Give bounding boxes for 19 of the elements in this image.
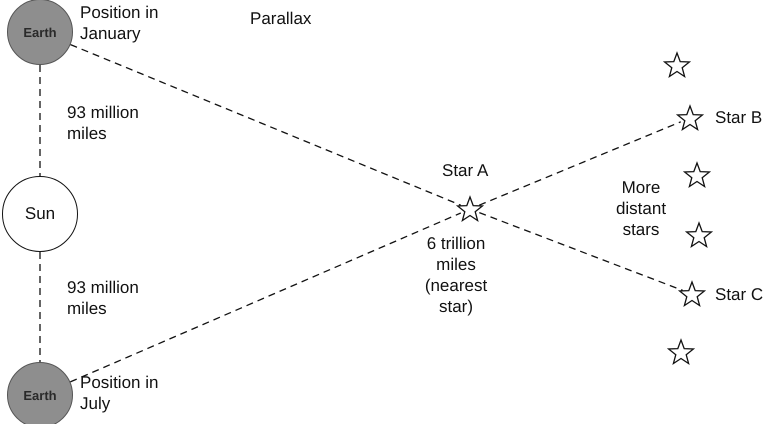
star-label: Star A <box>442 160 488 181</box>
earth-circle: Earth <box>7 362 73 424</box>
dashed-line <box>70 44 462 206</box>
dashed-line <box>39 65 41 176</box>
earth-circle: Earth <box>7 0 73 65</box>
distance-caption: 6 trillion miles (nearest star) <box>424 233 488 317</box>
dashed-line <box>479 212 683 291</box>
edge-label: 93 million miles <box>67 102 140 144</box>
note-label: More distant stars <box>614 177 668 240</box>
sun-circle: Sun <box>2 176 78 252</box>
position-caption: Position in July <box>80 372 160 414</box>
star-label: Star C <box>715 284 764 305</box>
star-label: Star B <box>715 107 762 128</box>
dashed-line <box>478 121 682 206</box>
position-caption: Position in January <box>80 2 160 44</box>
edge-label: 93 million miles <box>67 277 140 319</box>
dashed-line <box>70 212 462 382</box>
title: Parallax <box>250 8 312 29</box>
dashed-line <box>39 252 41 362</box>
